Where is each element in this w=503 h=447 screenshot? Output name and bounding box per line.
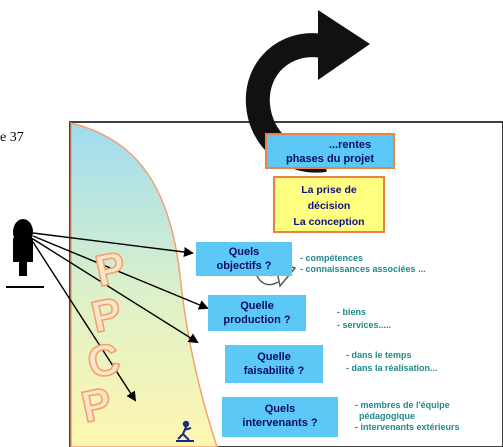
intervenants-note-3: - intervenants extérieurs [355, 422, 460, 432]
arrow-to-intervenants [32, 241, 137, 402]
arrow-to-faisabilite [32, 238, 199, 344]
decision-box-line-1: La prise de [301, 184, 357, 196]
intervenants-box-line-2: intervenants ? [242, 417, 318, 429]
production-notes: - biens - services..... [337, 306, 391, 332]
phases-box-line-2: phases du projet [285, 153, 375, 165]
phases-box: ...rentes phases du projet [265, 133, 395, 169]
faisabilite-box-line-1: Quelle [257, 351, 291, 363]
production-box: Quelle production ? [208, 295, 306, 331]
objectifs-box-line-1: Quels [228, 246, 260, 258]
intervenants-notes: - membres de l'équipe pédagogique - inte… [355, 400, 460, 433]
arrow-to-production [32, 235, 209, 310]
faisabilite-note-1: - dans le temps [346, 350, 412, 360]
phases-box-line-1: ...rentes [328, 139, 372, 151]
production-note-1: - biens [337, 307, 367, 317]
faisabilite-box: Quelle faisabilité ? [225, 345, 323, 383]
intervenants-box: Quels intervenants ? [222, 397, 338, 437]
intervenants-note-2: pédagogique [359, 411, 415, 421]
objectifs-note-2: - connaissances associées ... [300, 264, 426, 274]
objectifs-notes: - compétences - connaissances associées … [300, 253, 426, 275]
faisabilite-note-2: - dans la réalisation... [346, 363, 438, 373]
connector-arrows [32, 232, 209, 402]
production-box-line-1: Quelle [240, 300, 274, 312]
production-note-2: - services..... [337, 320, 392, 330]
production-box-line-2: production ? [223, 314, 291, 326]
arrow-to-objectifs [32, 232, 194, 257]
slide-curved-panel [70, 122, 218, 447]
decision-box-line-3: La conception [293, 216, 365, 228]
walking-figure-icon [176, 420, 194, 442]
decision-box-line-2: décision [307, 200, 351, 212]
person-silhouette-icon [6, 219, 44, 288]
faisabilite-notes: - dans le temps - dans la réalisation... [346, 349, 438, 375]
intervenants-box-line-1: Quels [264, 403, 296, 415]
intervenants-note-1: - membres de l'équipe [355, 400, 450, 410]
objectifs-box-line-2: objectifs ? [216, 260, 272, 272]
decision-box: La prise de décision La conception [273, 176, 385, 233]
page-number-fragment: e 37 [0, 130, 24, 145]
objectifs-note-1: - compétences [300, 253, 364, 263]
faisabilite-box-line-2: faisabilité ? [243, 365, 305, 377]
objectifs-box: Quels objectifs ? [196, 242, 292, 276]
